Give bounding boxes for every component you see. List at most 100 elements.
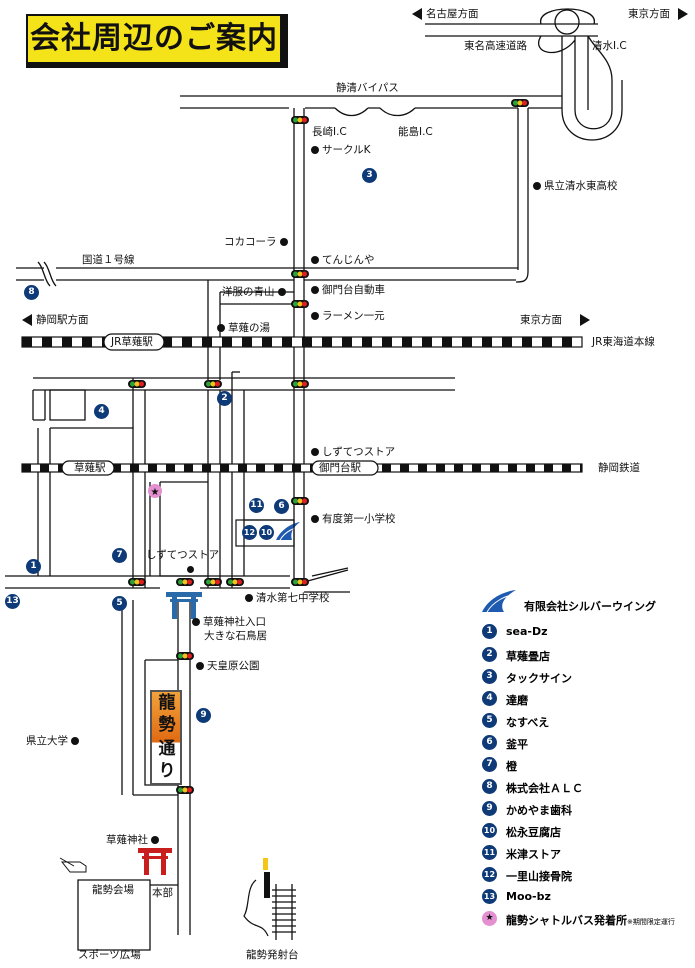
- legend-badge: 2: [482, 647, 497, 662]
- landmark-shimizu-higashi-hs: 県立清水東高校: [533, 180, 618, 192]
- legend-badge: 3: [482, 669, 497, 684]
- landmark-big-torii: 大きな石鳥居: [204, 630, 267, 642]
- legend-shuttle-note: ※期間限定運行: [627, 918, 675, 926]
- route1-label: 国道１号線: [82, 254, 135, 266]
- legend-badge: 11: [482, 845, 497, 860]
- mikadodai-station-box: [311, 460, 379, 476]
- direction-shizuoka-station: 静岡駅方面: [36, 314, 89, 326]
- legend-badge: 4: [482, 691, 497, 706]
- svg-text:★: ★: [151, 487, 160, 498]
- direction-tokyo-top: 東京方面: [628, 8, 670, 20]
- map-badge-10: 10: [259, 525, 274, 540]
- shizuoka-railway-line: [21, 463, 583, 473]
- map-badge-8: 8: [24, 285, 39, 300]
- legend-label: Moo-bz: [506, 890, 551, 903]
- legend-badge: 12: [482, 867, 497, 882]
- shrine-torii-icon: [138, 848, 172, 875]
- direction-tokyo-right: 東京方面: [520, 314, 562, 326]
- street-sign-char: 通: [158, 739, 176, 759]
- landmark-ryusei-hall: 龍勢会場: [92, 884, 134, 896]
- jr-line-label: JR東海道本線: [592, 336, 655, 348]
- map-badge-12: 12: [242, 525, 257, 540]
- legend-label: なすべえ: [506, 716, 550, 729]
- title-banner: 会社周辺のご案内: [26, 14, 288, 68]
- landmark-kusanagi-shrine: 草薙神社: [106, 834, 159, 846]
- legend-badge: 9: [482, 801, 497, 816]
- legend-label: 松永豆腐店: [506, 826, 561, 839]
- legend-badge: 10: [482, 823, 497, 838]
- torii-gate-icon: [166, 592, 202, 619]
- tomei-label: 東名高速道路: [464, 40, 527, 52]
- route-1: [16, 267, 518, 281]
- legend-label: タックサイン: [506, 672, 572, 685]
- legend-label: 橙: [506, 760, 517, 773]
- jr-station-box: [103, 333, 165, 351]
- pointing-hand-icon: [59, 857, 87, 873]
- map-badge-1: 1: [26, 559, 41, 574]
- jr-station-label: JR草薙駅: [111, 336, 153, 348]
- legend-label: 株式会社ＡＬＣ: [506, 782, 583, 795]
- ryusei-street-sign: 龍 勢 通 り: [150, 690, 182, 785]
- arrow-tokyo-right: [580, 314, 590, 326]
- legend-badge: 5: [482, 713, 497, 728]
- legend-label: かめやま歯科: [506, 804, 572, 817]
- legend-label: 釜平: [506, 738, 528, 751]
- seisei-bypass: [180, 95, 562, 109]
- street-sign-char: り: [158, 761, 176, 781]
- landmark-tenno-park: 天皇原公園: [196, 660, 260, 672]
- landmark-shizutetsu-store-top: しずてつストア: [311, 446, 395, 458]
- landmark-shizutetsu-store-mid: しずてつストア: [146, 549, 220, 561]
- landmark-sports-field: スポーツ広場: [78, 949, 141, 961]
- shimizu-ic-label: 清水I.C: [592, 40, 627, 52]
- noshima-ic-label: 能島I.C: [398, 126, 433, 138]
- street-sign-char: 龍: [158, 693, 176, 713]
- mikadodai-station-label: 御門台駅: [319, 462, 361, 474]
- legend-badge: 1: [482, 624, 497, 639]
- lower-road: [5, 575, 290, 589]
- map-badge-13: 13: [5, 594, 20, 609]
- direction-nagoya: 名古屋方面: [426, 8, 479, 20]
- launch-pad-icon: [243, 858, 296, 940]
- landmark-ramen: ラーメン一元: [311, 310, 385, 322]
- legend-label: 草薙畳店: [506, 650, 550, 663]
- kusanagi-station-label: 草薙駅: [74, 462, 106, 474]
- page-title: 会社周辺のご案内: [26, 14, 282, 64]
- jr-tokaido-line: [21, 336, 583, 348]
- landmark-kusanagi-yu: 草薙の湯: [217, 322, 270, 334]
- kusanagi-station-box: [61, 460, 115, 476]
- legend-label: 一里山接骨院: [506, 870, 572, 883]
- landmark-yofuku-aoyama: 洋服の青山: [222, 286, 286, 298]
- shimizu-ic-ramps: [538, 8, 623, 141]
- shizutetsu-mid-dot: [187, 566, 194, 573]
- legend-label: sea-Dz: [506, 625, 548, 638]
- legend-shuttle-label: 龍勢シャトルバス発着所: [506, 914, 627, 927]
- map-badge-7: 7: [112, 548, 127, 563]
- map-badge-5: 5: [112, 596, 127, 611]
- legend-logo-icon: [482, 590, 516, 613]
- landmark-mikadodai-car: 御門台自動車: [311, 284, 385, 296]
- company-logo-icon: [276, 522, 300, 541]
- tomei-expressway: [425, 23, 598, 37]
- seisei-bypass-label: 静清バイパス: [336, 82, 399, 94]
- legend-label: 達磨: [506, 694, 528, 707]
- map-badge-4: 4: [94, 404, 109, 419]
- legend-badge: 7: [482, 757, 497, 772]
- legend-badge: 6: [482, 735, 497, 750]
- arrow-nagoya: [412, 8, 422, 20]
- landmark-tenjinya: てんじんや: [311, 254, 375, 266]
- shuttle-bus-marker: ★: [148, 484, 162, 498]
- legend-label: 米津ストア: [506, 848, 561, 861]
- arrow-shizuoka: [22, 314, 32, 326]
- landmark-shrine-entrance: 草薙神社入口: [192, 616, 266, 628]
- legend-badge: 8: [482, 779, 497, 794]
- legend-badge: 13: [482, 889, 497, 904]
- arrow-tokyo-top: [678, 8, 688, 20]
- landmark-arido-school: 有度第一小学校: [311, 513, 396, 525]
- map-badge-3: 3: [362, 168, 377, 183]
- landmark-launch-pad: 龍勢発射台: [246, 949, 299, 961]
- landmark-prefectural-univ: 県立大学: [26, 735, 79, 747]
- map-badge-6: 6: [274, 499, 289, 514]
- legend-company: 有限会社シルバーウイング: [524, 600, 656, 613]
- map-badge-11: 11: [249, 498, 264, 513]
